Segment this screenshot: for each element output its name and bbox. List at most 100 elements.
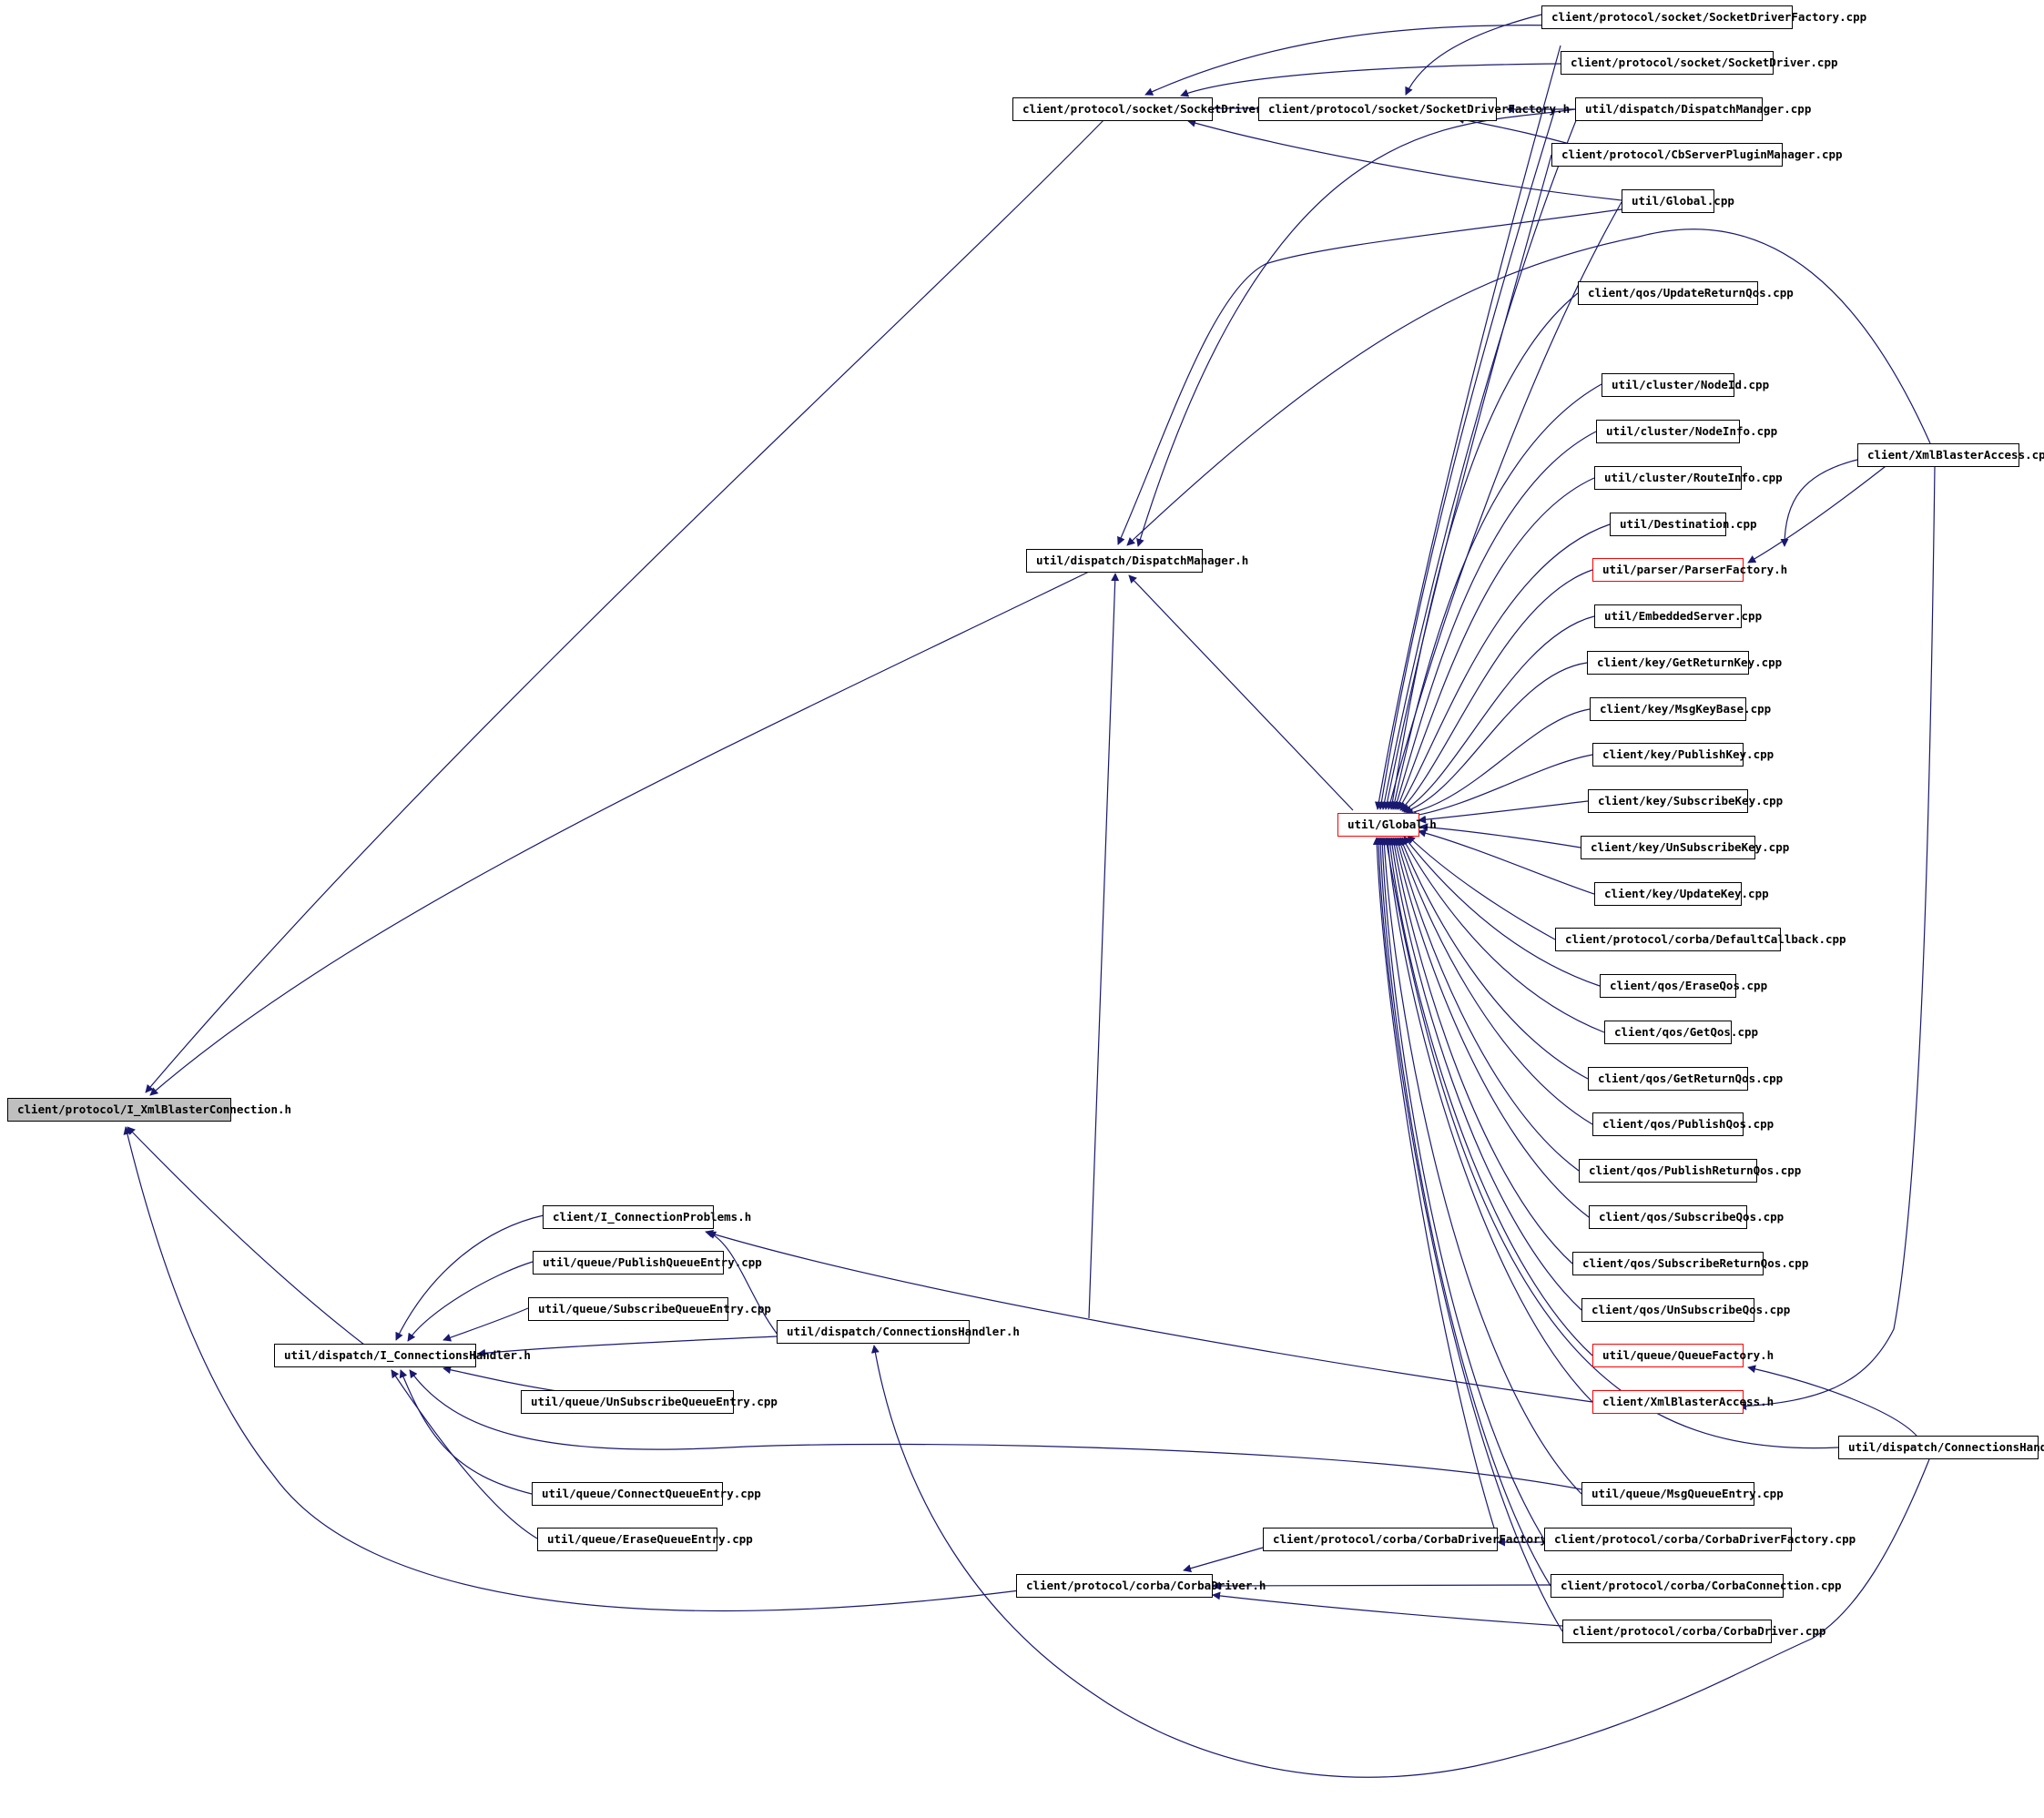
dependency-edge-6 [1180, 63, 1561, 97]
node-corba-driver-cpp[interactable]: client/protocol/corba/CorbaDriver.cpp [1562, 1620, 1825, 1643]
node-get-return-qos-cpp[interactable]: client/qos/GetReturnQos.cpp [1588, 1067, 1783, 1091]
node-socket-driver-cpp[interactable]: client/protocol/socket/SocketDriver.cpp [1561, 51, 1838, 75]
node-embedded-server-cpp[interactable]: util/EmbeddedServer.cpp [1594, 604, 1762, 628]
dependency-edge-2 [127, 1126, 365, 1346]
dependency-edge-32 [1418, 800, 1589, 824]
dependency-edge-27 [1399, 569, 1593, 811]
dependency-edge-46 [1382, 837, 1839, 1449]
node-unsubscribe-queue-entry-cpp[interactable]: util/queue/UnSubscribeQueueEntry.cpp [521, 1390, 778, 1414]
dependency-edge-12 [1117, 208, 1622, 545]
dependency-edge-17 [1374, 45, 1561, 810]
node-corba-driver-h[interactable]: client/protocol/corba/CorbaDriver.h [1016, 1574, 1266, 1598]
dependency-edge-25 [1395, 477, 1595, 810]
node-xmlblaster-access-cpp[interactable]: client/XmlBlasterAccess.cpp [1857, 443, 2044, 467]
dependency-edge-33 [1419, 823, 1581, 848]
dependency-edge-55 [705, 1229, 1593, 1403]
dependency-edge-20 [1383, 154, 1552, 810]
node-subscribe-return-qos-cpp[interactable]: client/qos/SubscribeReturnQos.cpp [1572, 1252, 1808, 1275]
dependency-edge-35 [1407, 835, 1556, 940]
node-socket-driver-h[interactable]: client/protocol/socket/SocketDriver.h [1012, 97, 1276, 121]
dependency-edge-60 [477, 1336, 778, 1357]
dependency-edge-31 [1408, 754, 1593, 820]
node-unsubscribe-qos-cpp[interactable]: client/qos/UnSubscribeQos.cpp [1581, 1298, 1790, 1322]
node-i-xmlblaster-connection-h[interactable]: client/protocol/I_XmlBlasterConnection.h [7, 1098, 291, 1122]
node-parser-factory-h[interactable]: util/parser/ParserFactory.h [1592, 558, 1787, 582]
dependency-edge-15 [1088, 573, 1120, 1319]
node-publish-key-cpp[interactable]: client/key/PublishKey.cpp [1592, 743, 1774, 767]
dependency-edge-18 [1377, 108, 1556, 810]
node-corba-driver-factory-h[interactable]: client/protocol/corba/CorbaDriverFactory… [1263, 1528, 1561, 1551]
dependency-edge-8 [1405, 14, 1542, 96]
node-connect-queue-entry-cpp[interactable]: util/queue/ConnectQueueEntry.cpp [532, 1482, 761, 1506]
dependency-edge-19 [1380, 104, 1583, 810]
node-msg-key-base-cpp[interactable]: client/key/MsgKeyBase.cpp [1590, 697, 1771, 721]
dependency-edge-42 [1389, 837, 1573, 1264]
node-publish-qos-cpp[interactable]: client/qos/PublishQos.cpp [1592, 1112, 1774, 1136]
dependency-edge-14 [1128, 574, 1354, 811]
node-connections-handler-cpp[interactable]: util/dispatch/ConnectionsHandler.cpp [1838, 1436, 2044, 1459]
dependency-edge-38 [1398, 837, 1589, 1080]
node-cbserver-plugin-manager-cpp[interactable]: client/protocol/CbServerPluginManager.cp… [1551, 143, 1843, 167]
dependency-edge-68 [1212, 1591, 1563, 1627]
dependency-edge-41 [1392, 837, 1590, 1218]
dependency-edge-62 [409, 1369, 1582, 1490]
node-route-info-cpp[interactable]: util/cluster/RouteInfo.cpp [1594, 466, 1783, 490]
node-corba-driver-factory-cpp[interactable]: client/protocol/corba/CorbaDriverFactory… [1544, 1528, 1856, 1551]
node-get-return-key-cpp[interactable]: client/key/GetReturnKey.cpp [1587, 651, 1782, 675]
dependency-edge-0 [145, 117, 1107, 1093]
dependency-edge-49 [1376, 837, 1551, 1587]
dependency-edge-13 [1126, 229, 1931, 546]
dependency-edge-39 [1397, 837, 1593, 1125]
dependency-edge-43 [1388, 837, 1582, 1311]
node-node-info-cpp[interactable]: util/cluster/NodeInfo.cpp [1596, 420, 1777, 443]
node-subscribe-queue-entry-cpp[interactable]: util/queue/SubscribeQueueEntry.cpp [528, 1297, 771, 1321]
node-erase-qos-cpp[interactable]: client/qos/EraseQos.cpp [1600, 974, 1767, 998]
node-node-id-cpp[interactable]: util/cluster/NodeId.cpp [1602, 373, 1769, 397]
dependency-edge-58 [407, 1261, 534, 1342]
dependency-edge-63 [399, 1369, 533, 1495]
dependency-edge-65 [870, 1345, 1930, 1778]
node-subscribe-key-cpp[interactable]: client/key/SubscribeKey.cpp [1588, 789, 1783, 813]
dependency-edge-66 [1183, 1547, 1264, 1573]
dependency-edge-11 [1136, 108, 1576, 547]
dependency-edge-56 [707, 1231, 778, 1336]
node-xmlblaster-access-h[interactable]: client/XmlBlasterAccess.h [1592, 1390, 1774, 1414]
dependency-edge-67 [1212, 1581, 1551, 1590]
node-corba-connection-cpp[interactable]: client/protocol/corba/CorbaConnection.cp… [1551, 1574, 1842, 1598]
dependency-edge-7 [1187, 118, 1622, 201]
node-dispatch-manager-h[interactable]: util/dispatch/DispatchManager.h [1026, 549, 1248, 573]
node-destination-cpp[interactable]: util/Destination.cpp [1610, 513, 1757, 536]
node-msg-queue-entry-cpp[interactable]: util/queue/MsgQueueEntry.cpp [1581, 1482, 1784, 1506]
dependency-edge-45 [1384, 837, 1593, 1403]
node-update-return-qos-cpp[interactable]: client/qos/UpdateReturnQos.cpp [1578, 281, 1794, 305]
node-queue-factory-h[interactable]: util/queue/QueueFactory.h [1592, 1344, 1774, 1367]
node-i-connections-handler-h[interactable]: util/dispatch/I_ConnectionsHandler.h [274, 1344, 531, 1367]
node-global-h[interactable]: util/Global.h [1337, 813, 1437, 837]
dependency-edge-22 [1388, 292, 1579, 810]
dependency-edge-29 [1403, 662, 1588, 814]
node-socket-driver-factory-cpp[interactable]: client/protocol/socket/SocketDriverFacto… [1541, 5, 1866, 29]
dependency-edge-26 [1398, 523, 1611, 810]
dependency-edge-36 [1403, 836, 1601, 987]
node-erase-queue-entry-cpp[interactable]: util/queue/EraseQueueEntry.cpp [537, 1528, 753, 1551]
node-publish-queue-entry-cpp[interactable]: util/queue/PublishQueueEntry.cpp [533, 1251, 762, 1275]
dependency-edge-52 [1780, 459, 1858, 547]
node-unsubscribe-key-cpp[interactable]: client/key/UnSubscribeKey.cpp [1581, 836, 1789, 859]
dependency-edge-34 [1418, 828, 1595, 895]
node-get-qos-cpp[interactable]: client/qos/GetQos.cpp [1604, 1021, 1758, 1044]
node-socket-driver-factory-h[interactable]: client/protocol/socket/SocketDriverFacto… [1258, 97, 1570, 121]
dependency-edge-64 [391, 1369, 538, 1539]
node-update-key-cpp[interactable]: client/key/UpdateKey.cpp [1594, 882, 1769, 906]
node-publish-return-qos-cpp[interactable]: client/qos/PublishReturnQos.cpp [1579, 1159, 1801, 1183]
node-i-connection-problems-h[interactable]: client/I_ConnectionProblems.h [543, 1205, 751, 1229]
node-default-callback-cpp[interactable]: client/protocol/corba/DefaultCallback.cp… [1555, 928, 1846, 951]
node-connections-handler-h[interactable]: util/dispatch/ConnectionsHandler.h [777, 1320, 1020, 1344]
dependency-edge-54 [1747, 1365, 1917, 1437]
dependency-edge-47 [1379, 837, 1582, 1495]
node-subscribe-qos-cpp[interactable]: client/qos/SubscribeQos.cpp [1589, 1205, 1784, 1229]
node-global-cpp[interactable]: util/Global.cpp [1622, 189, 1734, 213]
node-dispatch-manager-cpp[interactable]: util/dispatch/DispatchManager.cpp [1575, 97, 1811, 121]
dependency-edge-57 [395, 1214, 544, 1341]
